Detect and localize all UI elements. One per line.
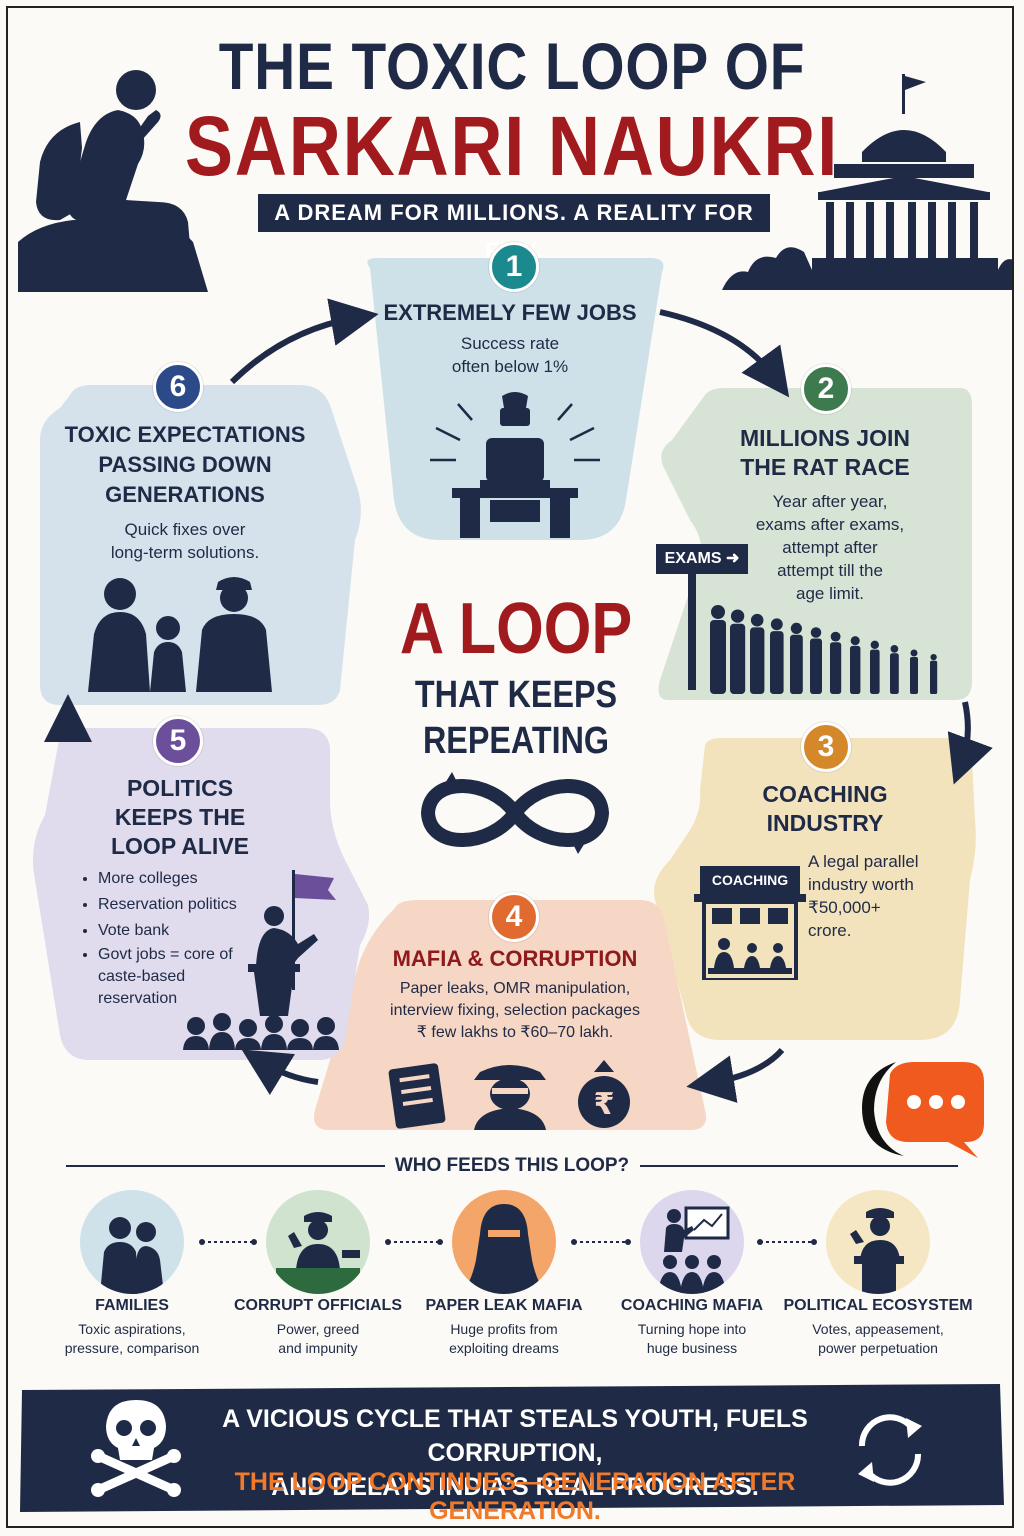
- arrow-1-to-2: [659, 309, 790, 398]
- step-4-text: Paper leaks, OMR manipulation,interview …: [390, 980, 640, 1041]
- title-line-2: SARKARI NAUKRI: [184, 99, 840, 193]
- feeder-name-mafia: PAPER LEAK MAFIA: [425, 1297, 583, 1314]
- feeder-political-circle: [826, 1190, 930, 1294]
- skull-crossbones-icon: [91, 1400, 181, 1497]
- title-line-1: THE TOXIC LOOP OF: [218, 29, 806, 103]
- politician-speech-icon: [850, 1208, 904, 1294]
- bullet-item: More colleges: [98, 866, 258, 892]
- government-building-icon: [722, 74, 1014, 290]
- svg-text:₹: ₹: [594, 1087, 615, 1122]
- feeder-officials-circle: [266, 1190, 370, 1294]
- arrow-2-to-3: [947, 701, 993, 785]
- feeder-name-officials: CORRUPT OFFICIALS: [234, 1297, 402, 1314]
- step-1-badge: 1: [489, 242, 539, 292]
- feeders-heading: WHO FEEDS THIS LOOP?: [394, 1155, 630, 1176]
- feeder-desc-families: Toxic aspirations,pressure, comparison: [64, 1321, 200, 1356]
- arrow-3-to-4: [686, 1047, 785, 1103]
- subtitle-banner: A DREAM FOR MILLIONS. A REALITY FOR FEW.: [258, 194, 770, 263]
- politician-podium-icon: [183, 870, 339, 1050]
- family-icon: [88, 577, 272, 692]
- bullet-item: Vote bank: [98, 918, 258, 944]
- feeder-name-coaching: COACHING MAFIA: [620, 1297, 764, 1314]
- feeder-mafia-circle: [452, 1190, 556, 1294]
- card-3-bg: [654, 738, 976, 1040]
- infinity-loop-icon: [420, 772, 610, 854]
- queue-of-people-icon: [710, 605, 938, 694]
- step-6-badge: 6: [153, 362, 203, 412]
- feeder-desc-political: Votes, appeasement,power perpetuation: [812, 1321, 944, 1356]
- arrow-4-to-5: [241, 1049, 319, 1096]
- sign-post: [688, 574, 696, 690]
- chat-bubble-logo-icon: [862, 1062, 984, 1158]
- feeder-name-families: FAMILIES: [95, 1297, 169, 1314]
- center-headline: A LOOP: [399, 589, 633, 669]
- footer-band: [20, 1384, 1004, 1512]
- exams-sign: EXAMS ➜: [656, 544, 748, 574]
- coaching-sign: COACHING: [700, 866, 800, 894]
- feeder-families-circle: [80, 1190, 184, 1294]
- arrow-6-to-1: [229, 298, 379, 385]
- step-3-badge: 3: [801, 722, 851, 772]
- step-2-badge: 2: [801, 364, 851, 414]
- step-2-text: Year after year,exams after exams,attemp…: [755, 492, 905, 603]
- thinking-student-icon: [18, 70, 208, 292]
- footer-highlight: THE LOOP CONTINUES—GENERATION AFTER GENE…: [234, 1468, 796, 1525]
- step-4-badge: 4: [489, 892, 539, 942]
- official-at-desk-icon: [276, 1212, 360, 1294]
- masked-mafia-icon: ₹: [388, 1060, 630, 1130]
- refresh-cycle-icon: [858, 1414, 922, 1486]
- feeder-coaching-circle: [640, 1190, 744, 1294]
- feeder-name-political: POLITICAL ECOSYSTEM: [783, 1297, 973, 1314]
- step-5-bullets: More colleges Reservation politics Vote …: [82, 866, 258, 1010]
- coaching-center-icon: [694, 894, 806, 980]
- step-5-badge: 5: [153, 716, 203, 766]
- family-couple-icon: [100, 1217, 164, 1294]
- hooded-mafia-icon: [462, 1204, 546, 1294]
- footer-message: A VICIOUS CYCLE THAT STEALS YOUTH, FUELS…: [222, 1405, 808, 1501]
- step-1-title: EXTREMELY FEW JOBS: [383, 300, 637, 325]
- empty-office-chair-icon: [430, 392, 600, 538]
- bullet-item: Govt jobs = core of caste-based reservat…: [98, 944, 258, 1010]
- bullet-item: Reservation politics: [98, 892, 258, 918]
- step-4-title: MAFIA & CORRUPTION: [392, 946, 638, 971]
- teacher-classroom-icon: [658, 1206, 730, 1294]
